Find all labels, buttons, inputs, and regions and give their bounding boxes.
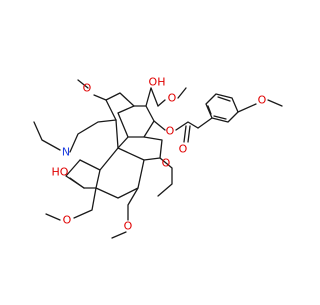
bond-carbonyl-double [183,125,191,143]
bond-to-ester [153,120,166,131]
label-o-ester: O [166,125,175,138]
bond-ring-lower [83,147,145,199]
bond-ring-n-upper [69,119,117,153]
label-o-para-methoxy: O [258,94,267,107]
label-o-methoxy-top-left: O [83,82,92,95]
structural-formula: OH O O O O O N HO O O O [33,76,283,239]
bond-benzene-ring [197,93,239,129]
bond-ring-upper-left [105,92,135,121]
label-oh-left: HO [52,166,69,179]
bond-methoxy-right-stem [157,99,166,107]
bond-bridge-top [150,87,159,107]
bond-para-methoxy [237,103,257,113]
label-o-methoxy-lower: O [124,220,133,233]
label-o-methoxymethyl: O [63,214,72,227]
bond-lines [33,79,283,239]
bond-ester-carbon [175,121,199,131]
bond-oh-left [69,177,85,189]
bond-ring-right [143,136,163,161]
molecule-canvas: OH O O O O O N HO O O O [33,76,283,239]
label-o-carbonyl: O [179,143,188,156]
bond-ring-lower-mid [95,169,101,189]
label-oh-top: OH [149,76,166,89]
bond-cage-link [117,136,129,149]
bond-ring-lower-left [65,159,85,189]
bond-methoxy-lower [127,187,139,221]
bond-ring-top [117,105,155,138]
label-o-methoxy-top-right: O [168,92,177,105]
bond-n-ethyl [33,121,61,151]
bond-oh-top [145,87,152,107]
bond-methoxy-top-left [93,94,107,101]
atom-labels: OH O O O O O N HO O O O [52,76,267,233]
bond-para-methoxy-methyl [267,99,283,107]
bond-methoxy-lower-methyl [111,231,127,239]
bond-methoxymethyl-methyl [45,213,61,221]
bond-ring-n-lower [79,119,119,171]
bond-ethoxy [157,157,173,197]
bond-methoxymethyl [73,187,97,219]
bond-methoxy-top-right-methyl [177,87,187,99]
label-o-ethoxy: O [162,157,171,170]
bond-methoxy-top-left-methyl [77,79,89,89]
bond-benzene-double [207,96,231,120]
label-n: N [62,146,70,159]
